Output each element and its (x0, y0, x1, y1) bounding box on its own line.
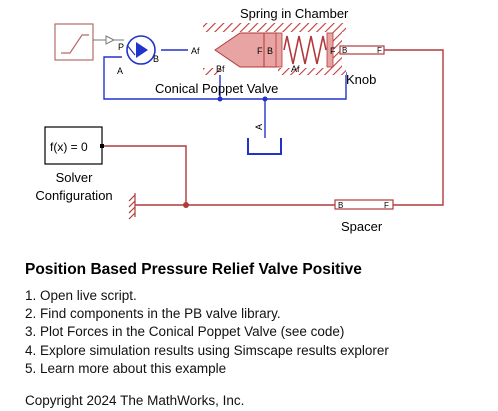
knob-rod-block[interactable] (339, 45, 385, 55)
source-to-pump-signal (93, 35, 124, 45)
pump-port-b: B (153, 54, 159, 64)
knob-label: Knob (346, 72, 376, 87)
knob-port-b: B (342, 46, 347, 55)
knob-to-spacer-line (384, 49, 444, 206)
solver-to-mech-line (104, 145, 187, 205)
step-plot-forces[interactable]: 3. Plot Forces in the Conical Poppet Val… (25, 324, 345, 340)
conical-poppet-block[interactable] (214, 32, 278, 68)
step-find-components[interactable]: 2. Find components in the PB valve libra… (25, 306, 281, 322)
mechanical-ground (128, 193, 136, 220)
spacer-label: Spacer (341, 219, 383, 234)
knob-port-f: F (377, 46, 382, 55)
tank-block[interactable] (247, 138, 282, 155)
hydraulic-junction-right (262, 96, 268, 102)
pump-port-a: A (117, 66, 123, 76)
spring-port-f: F (330, 46, 336, 56)
spacer-block[interactable] (334, 199, 394, 210)
spring-chamber-label: Spring in Chamber (240, 6, 349, 21)
tank-port-a: A (254, 124, 264, 130)
steps-list: 1. Open live script. 2. Find components … (25, 287, 389, 378)
step-explore-results[interactable]: 4. Explore simulation results using Sims… (25, 342, 389, 358)
solver-config-block[interactable] (44, 126, 104, 165)
solver-label-line1: Solver (56, 170, 94, 185)
block-diagram: P A B Af Bf F B Af F B F A f(x) = 0 (35, 6, 444, 234)
pump-block[interactable] (126, 35, 156, 65)
conical-poppet-label: Conical Poppet Valve (155, 81, 278, 96)
spacer-port-f: F (384, 201, 389, 210)
spring-port-af: Af (291, 64, 300, 74)
solver-expression: f(x) = 0 (50, 140, 88, 154)
poppet-port-f: F (257, 46, 263, 56)
pump-port-p: P (118, 42, 124, 52)
page-title: Position Based Pressure Relief Valve Pos… (25, 261, 362, 278)
spring-port-b: B (267, 46, 273, 56)
poppet-port-af: Af (191, 46, 200, 56)
step-learn-more[interactable]: 5. Learn more about this example (25, 360, 227, 376)
step-source-block[interactable] (54, 23, 94, 61)
solver-label-line2: Configuration (35, 188, 112, 203)
hydraulic-junction-left (217, 96, 223, 102)
spring-block[interactable] (275, 32, 334, 68)
mech-junction-dot (183, 202, 189, 208)
mechanical-connections (104, 49, 444, 206)
step-open-live-script[interactable]: 1. Open live script. (25, 288, 137, 303)
copyright-footer: Copyright 2024 The MathWorks, Inc. (25, 393, 245, 408)
spacer-port-b: B (338, 201, 343, 210)
poppet-port-bf: Bf (216, 64, 225, 74)
